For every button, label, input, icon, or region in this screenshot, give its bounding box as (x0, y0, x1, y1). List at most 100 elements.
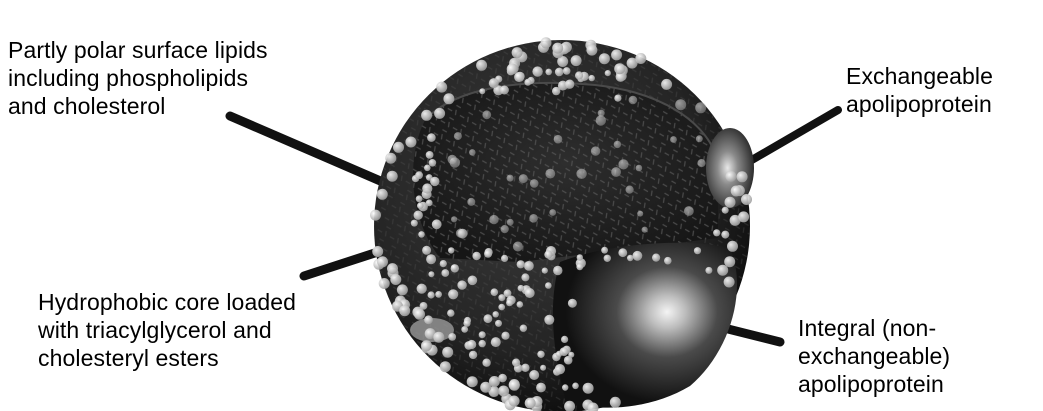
label-integral-line-2: exchangeable) (798, 342, 950, 370)
lipid-bead (440, 361, 451, 372)
lipid-bead (537, 351, 544, 358)
lipid-bead (589, 75, 595, 81)
lipid-bead (372, 246, 383, 257)
lipid-bead (599, 53, 610, 64)
lipid-bead (454, 132, 462, 140)
lipid-bead (697, 159, 705, 167)
lipid-bead (545, 69, 552, 76)
lipid-bead (387, 263, 398, 274)
lipid-bead (513, 242, 523, 252)
lipid-bead (545, 169, 555, 179)
lipid-bead (390, 274, 401, 285)
lipid-bead (591, 146, 600, 155)
lipid-bead (664, 257, 672, 265)
lipid-bead (509, 380, 520, 391)
lipid-bead (717, 265, 728, 276)
lipid-bead (411, 220, 418, 227)
lipid-bead (507, 64, 518, 75)
lipid-bead (542, 268, 548, 274)
lipid-bead (440, 260, 447, 267)
lipid-bead (568, 299, 577, 308)
lipid-bead (675, 99, 686, 110)
label-hydrophobic-core: Hydrophobic core loaded with triacylglyc… (38, 288, 296, 372)
lipid-bead (472, 252, 480, 260)
lipid-bead (421, 110, 432, 121)
lipid-bead (501, 255, 508, 262)
lipid-bead (507, 219, 514, 226)
lipid-bead (635, 53, 646, 64)
lipid-bead (418, 231, 425, 238)
lipid-bead (637, 211, 643, 217)
lipid-bead (506, 299, 513, 306)
lipid-bead (536, 383, 546, 393)
lipid-bead (604, 255, 611, 262)
lipid-bead (560, 347, 569, 356)
lipid-bead (577, 254, 583, 260)
lipid-bead (415, 171, 423, 179)
lipid-bead (377, 256, 388, 267)
lipid-bead (432, 219, 442, 229)
lipid-bead (545, 282, 552, 289)
lipid-bead (540, 365, 546, 371)
lipid-bead (428, 271, 434, 277)
lipid-bead (414, 309, 425, 320)
lipid-bead (614, 95, 621, 102)
lipid-bead (467, 198, 475, 206)
lipid-bead (500, 86, 509, 95)
label-core-line-2: with triacylglycerol and (38, 316, 296, 344)
lipid-bead (726, 171, 737, 182)
lipid-bead (636, 165, 643, 172)
lipid-bead (530, 179, 539, 188)
lipid-bead (525, 398, 536, 409)
lipid-bead (614, 63, 625, 74)
lipid-bead (610, 397, 621, 408)
lipid-bead (495, 320, 502, 327)
lipid-bead (430, 177, 439, 186)
lipid-bead (575, 71, 583, 79)
lipid-bead (424, 315, 433, 324)
lipid-bead (514, 72, 524, 82)
lipid-bead (479, 331, 486, 338)
lipid-bead (529, 214, 538, 223)
lipid-bead (626, 186, 634, 194)
lipid-bead (565, 80, 574, 89)
lipid-bead (705, 267, 712, 274)
lipid-bead (476, 60, 487, 71)
lipid-bead (725, 197, 736, 208)
lipid-bead (529, 370, 539, 380)
lipid-bead (571, 55, 582, 66)
lipid-bead (724, 256, 735, 267)
lipid-bead (448, 247, 454, 253)
lipid-bead (727, 241, 738, 252)
label-integral-line-1: Integral (non- (798, 314, 950, 342)
lipid-bead (420, 302, 428, 310)
lipid-bead (738, 211, 749, 222)
lipid-bead (498, 386, 509, 397)
lipid-bead (417, 202, 424, 209)
lipid-bead (552, 43, 563, 54)
lipid-bead (549, 209, 556, 216)
lipid-bead (397, 284, 408, 295)
lipid-bead (484, 314, 493, 323)
lipid-bead (633, 251, 643, 261)
lipid-bead (741, 194, 752, 205)
lipid-bead (627, 255, 633, 261)
lipid-bead (451, 216, 457, 222)
lipid-bead (457, 280, 466, 289)
lipid-bead (405, 137, 416, 148)
label-integral-apolipoprotein: Integral (non- exchangeable) apolipoprot… (798, 314, 950, 398)
label-core-line-1: Hydrophobic core loaded (38, 288, 296, 316)
lipid-bead (479, 88, 485, 94)
lipid-bead (541, 37, 552, 48)
lipid-bead (512, 359, 520, 367)
label-surface-lipids-line-1: Partly polar surface lipids (8, 36, 268, 64)
lipid-bead (583, 383, 594, 394)
lipid-bead (468, 276, 478, 286)
lipid-bead (385, 153, 396, 164)
lipid-bead (520, 325, 527, 332)
lipid-bead (479, 340, 486, 347)
lipid-bead (661, 79, 672, 90)
lipid-bead (467, 340, 476, 349)
lipid-bead (429, 159, 437, 167)
lipid-bead (737, 171, 748, 182)
